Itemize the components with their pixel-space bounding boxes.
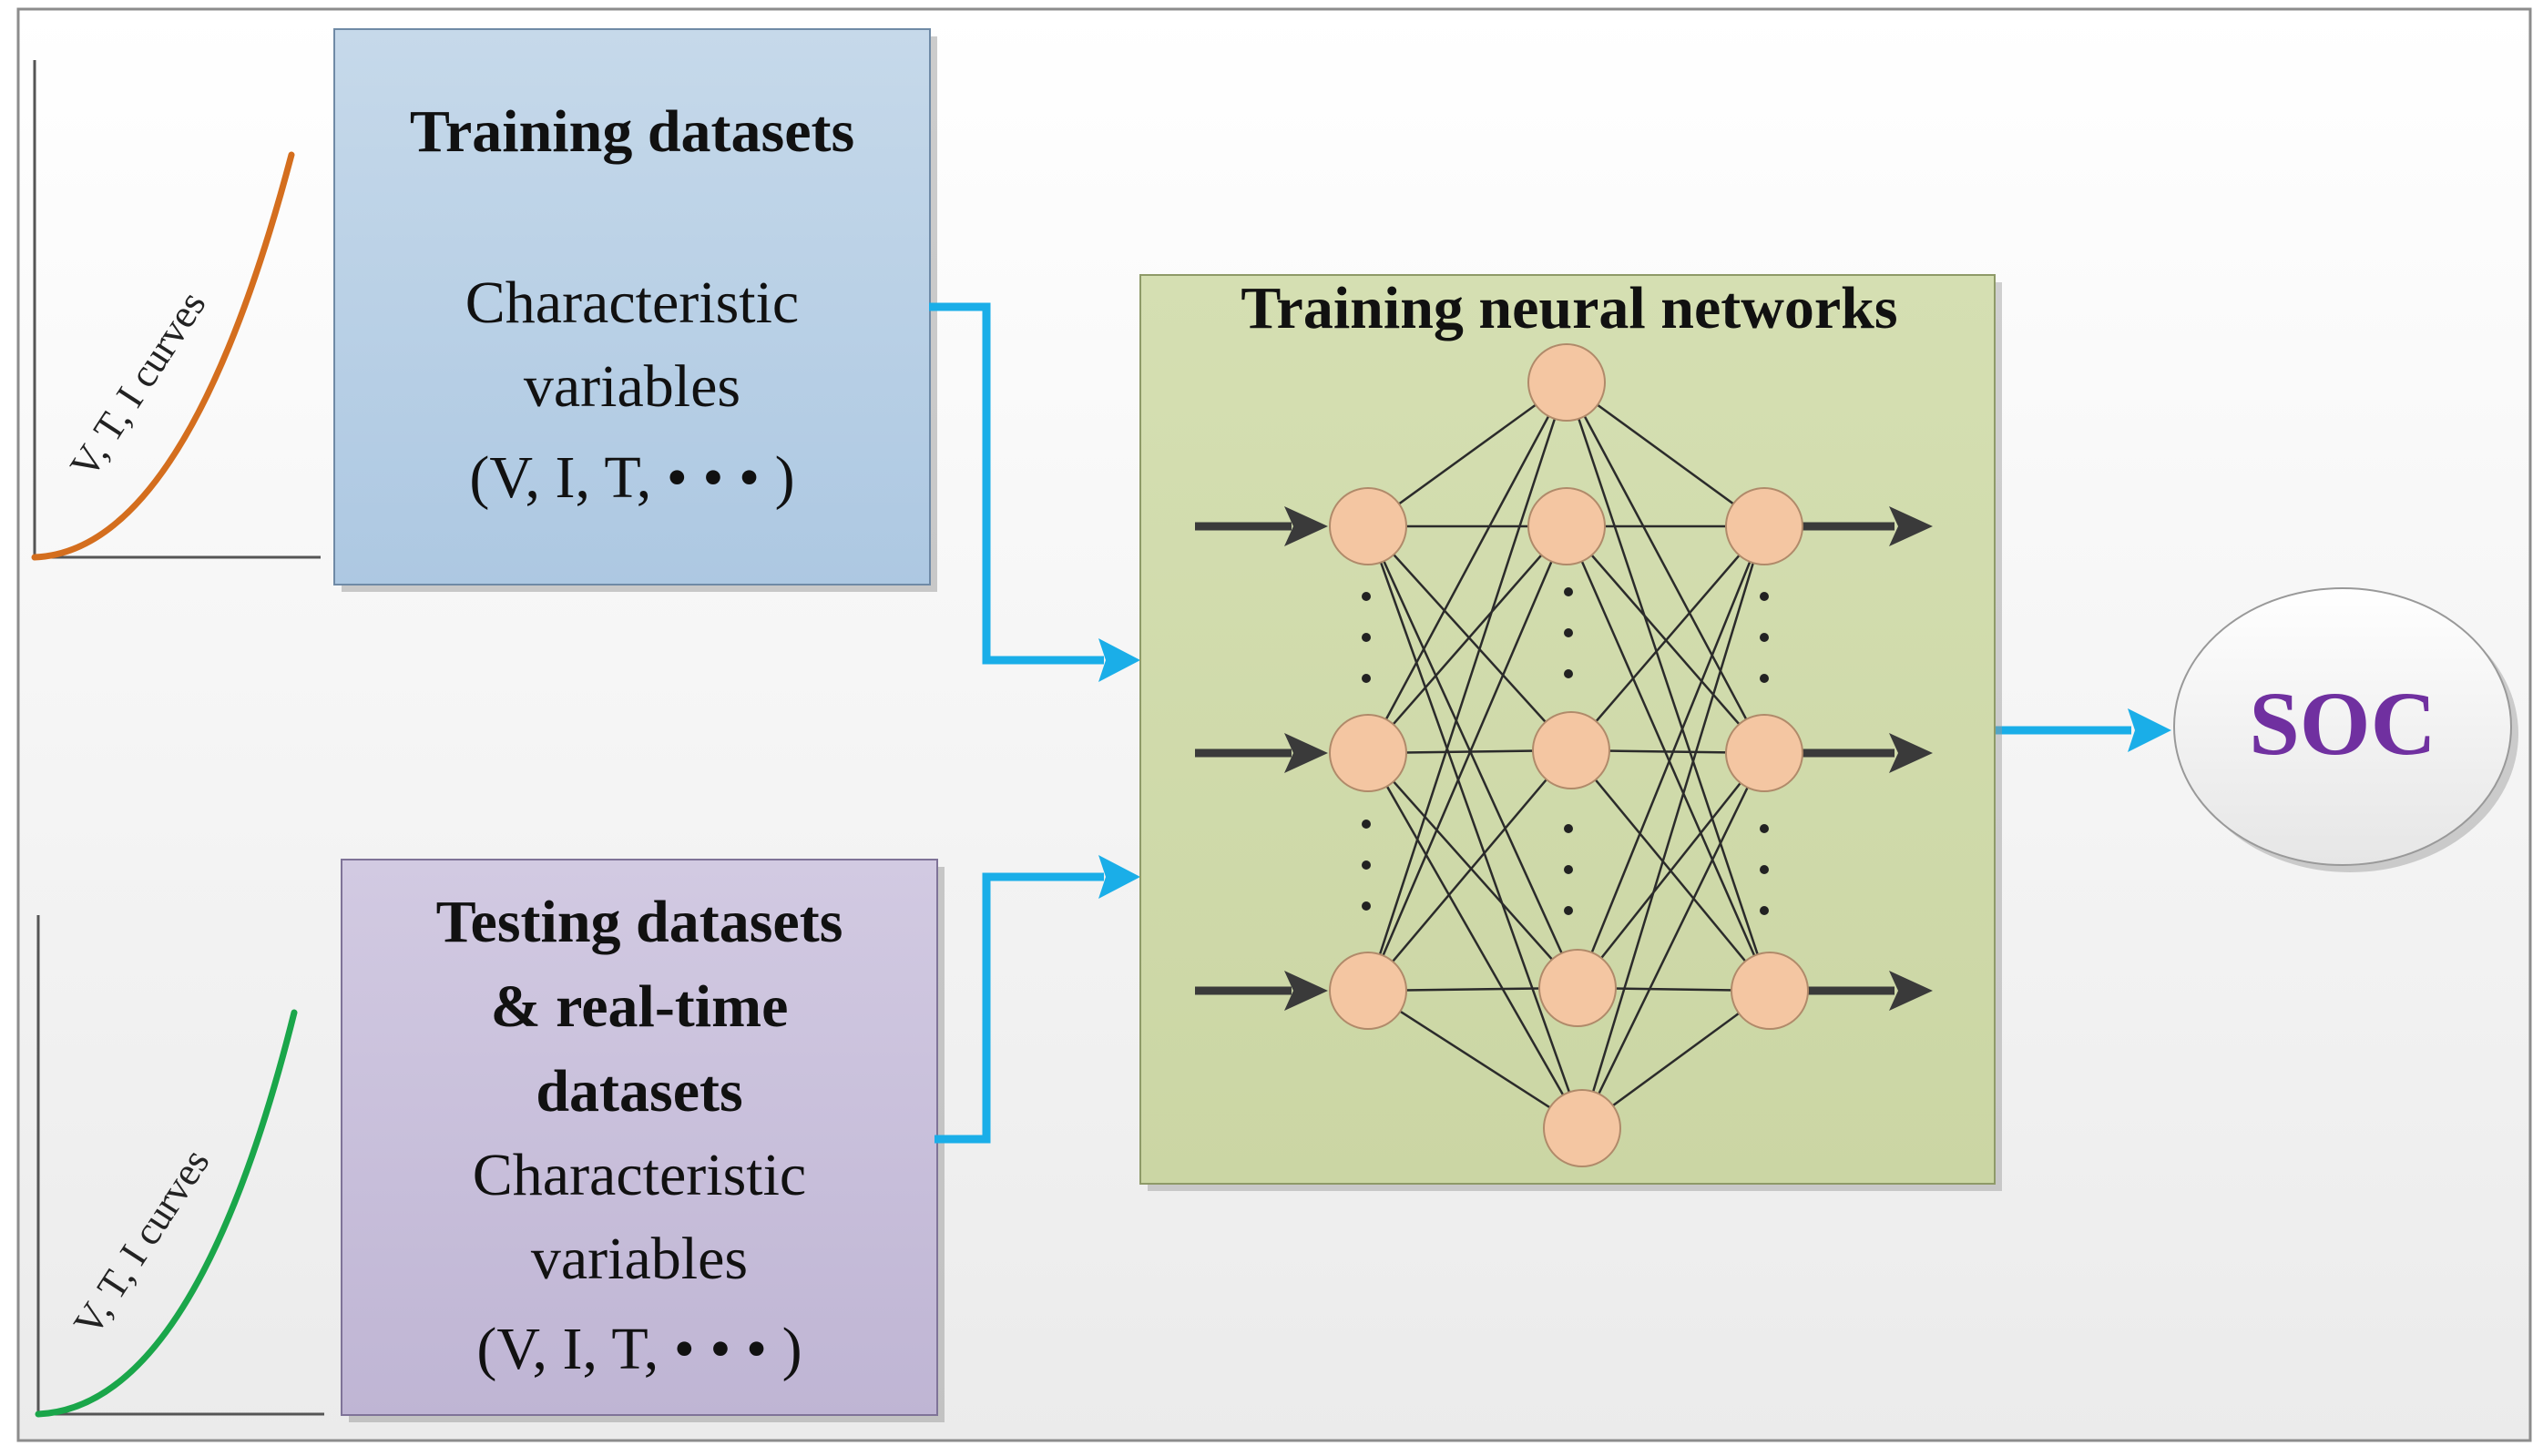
nn-neuron — [1543, 1089, 1621, 1167]
nn-connection — [1367, 749, 1572, 992]
training-title: Training datasets — [410, 98, 854, 165]
connector-arrows — [929, 302, 2171, 1144]
nn-connection — [1366, 525, 1584, 1129]
nn-connection — [1367, 989, 1583, 1130]
testing-title-line1: Testing datasets — [436, 889, 843, 955]
nn-connection — [1366, 382, 1568, 754]
nn-ellipsis-dot — [1760, 633, 1769, 642]
nn-input-arrowhead — [1284, 733, 1328, 773]
nn-ellipsis-dot — [1362, 592, 1371, 601]
nn-ellipsis-dot — [1564, 824, 1573, 833]
nn-title: Training neural networks — [1241, 275, 1897, 341]
nn-neuron — [1329, 952, 1407, 1030]
soc-label: SOC — [2249, 673, 2436, 774]
arrowhead-testing — [1098, 855, 1140, 899]
training-line3: (V, I, T, • • • ) — [469, 444, 794, 511]
nn-output-arrowhead — [1889, 733, 1933, 773]
testing-datasets-box: Testing datasets & real-time datasets Ch… — [341, 859, 945, 1422]
curve-top — [31, 151, 295, 561]
neural-network-box: Training neural networks — [1139, 274, 2002, 1191]
nn-neuron — [1725, 487, 1803, 565]
nn-neuron — [1731, 952, 1809, 1030]
nn-ellipsis-dot — [1760, 865, 1769, 874]
nn-connection — [1367, 525, 1568, 754]
nn-connection — [1366, 382, 1568, 992]
nn-output-arrowhead — [1889, 971, 1933, 1011]
nn-neuron — [1532, 711, 1610, 789]
soc-output: SOC — [2173, 587, 2518, 872]
nn-connection — [1580, 752, 1766, 1129]
nn-connection — [1577, 752, 1765, 989]
arrowhead-training — [1098, 638, 1140, 682]
nn-output-arrowhead — [1889, 506, 1933, 546]
nn-connection — [1366, 525, 1568, 992]
testing-title-line3: datasets — [536, 1058, 742, 1125]
training-datasets-box: Training datasets Characteristic variabl… — [333, 28, 937, 592]
nn-ellipsis-dot — [1362, 820, 1371, 829]
training-line2: variables — [524, 353, 740, 420]
nn-ellipsis-dot — [1362, 901, 1371, 911]
nn-ellipsis-dot — [1760, 674, 1769, 683]
nn-ellipsis-dot — [1564, 587, 1573, 596]
nn-ellipsis-dot — [1564, 865, 1573, 874]
nn-input-arrowhead — [1284, 506, 1328, 546]
nn-connection — [1580, 525, 1766, 1129]
nn-connection — [1565, 525, 1772, 992]
nn-ellipsis-dot — [1564, 906, 1573, 915]
nn-neuron — [1527, 487, 1606, 565]
testing-line1: Characteristic — [473, 1142, 806, 1208]
nn-connection — [1576, 525, 1766, 989]
soc-ellipse — [2173, 587, 2512, 866]
nn-ellipsis-dot — [1760, 824, 1769, 833]
nn-ellipsis-dot — [1760, 592, 1769, 601]
nn-connection — [1565, 382, 1772, 992]
nn-input-arrowhead — [1284, 971, 1328, 1011]
nn-connection — [1367, 381, 1568, 528]
testing-line3: (V, I, T, • • • ) — [476, 1316, 802, 1382]
nn-neuron — [1725, 714, 1803, 792]
arrow-training-to-nn — [929, 302, 1104, 665]
testing-line2: variables — [531, 1226, 748, 1292]
nn-connection — [1566, 381, 1765, 528]
nn-neuron — [1329, 487, 1407, 565]
nn-ellipsis-dot — [1564, 628, 1573, 637]
arrowhead-soc — [2128, 708, 2171, 752]
nn-ellipsis-dot — [1760, 906, 1769, 915]
arrow-testing-to-nn — [934, 872, 1104, 1144]
nn-neuron — [1527, 343, 1606, 422]
nn-neuron — [1538, 949, 1617, 1027]
nn-neuron — [1329, 714, 1407, 792]
training-line1: Characteristic — [465, 270, 799, 336]
testing-title-line2: & real-time — [491, 973, 789, 1040]
curve-bottom — [35, 1009, 298, 1418]
nn-connection — [1565, 382, 1766, 754]
nn-ellipsis-dot — [1362, 674, 1371, 683]
nn-ellipsis-dot — [1564, 669, 1573, 678]
nn-ellipsis-dot — [1362, 633, 1371, 642]
nn-ellipsis-dot — [1362, 860, 1371, 870]
nn-connection — [1366, 752, 1584, 1129]
nn-connection — [1366, 525, 1579, 989]
nn-graph — [1195, 343, 1933, 1167]
nn-connection — [1570, 525, 1765, 751]
nn-connection — [1367, 752, 1578, 989]
